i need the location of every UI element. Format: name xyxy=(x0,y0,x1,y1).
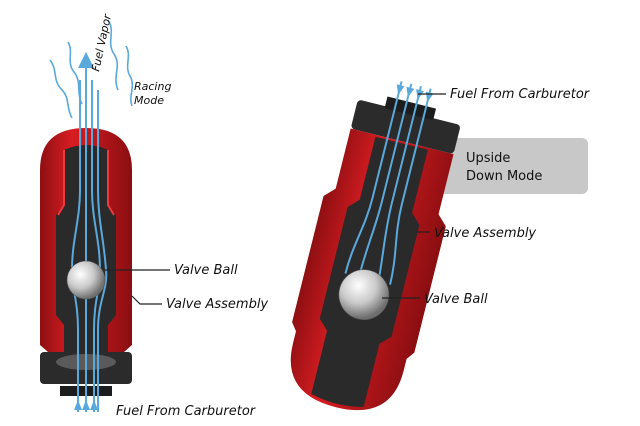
left-valve-ball xyxy=(66,260,106,300)
vapor-wisp xyxy=(125,45,134,107)
racing-mode-label-line1: Racing xyxy=(134,80,171,93)
upside-down-mode-box xyxy=(420,138,588,194)
flow-line xyxy=(358,83,413,278)
left-inlet-arrows xyxy=(74,400,98,410)
vapor-wisp xyxy=(49,59,73,119)
inlet-arrow xyxy=(406,86,415,98)
right-valve-ball-label: Valve Ball xyxy=(424,292,488,307)
inlet-arrow xyxy=(74,400,82,410)
vapor-wisp xyxy=(107,19,119,91)
racing-mode-label-line2: Mode xyxy=(134,94,164,107)
left-valve-ball-label: Valve Ball xyxy=(174,263,238,278)
inlet-arrow xyxy=(90,400,98,410)
right-fuel-from-label: Fuel From Carburetor xyxy=(450,87,591,102)
right-valve-ball xyxy=(338,269,390,320)
inlet-arrow xyxy=(396,84,405,96)
left-inner-highlight xyxy=(57,150,115,216)
left-device: Fuel Vapor Racing Mode Valve Ball Valve … xyxy=(40,12,268,419)
right-inlet-arrows xyxy=(396,84,434,103)
inlet-arrow xyxy=(82,400,90,410)
right-inlet-fitting xyxy=(384,96,437,121)
right-flow-lines xyxy=(344,81,432,285)
right-top-cap xyxy=(351,100,460,154)
flow-line xyxy=(344,81,403,274)
upside-down-label-line2: Down Mode xyxy=(466,169,542,184)
upside-down-label-line1: Upside xyxy=(466,151,510,166)
left-valve-assembly-label: Valve Assembly xyxy=(166,297,268,312)
left-fuel-from-label: Fuel From Carburetor xyxy=(116,404,257,419)
flow-line xyxy=(389,88,432,285)
right-valve-assembly-label: Valve Assembly xyxy=(434,226,536,241)
left-valve-assembly-leader xyxy=(131,295,162,305)
right-device-body-group xyxy=(290,81,460,411)
right-device: Upside Down Mode xyxy=(290,81,591,411)
flow-line xyxy=(377,86,422,282)
